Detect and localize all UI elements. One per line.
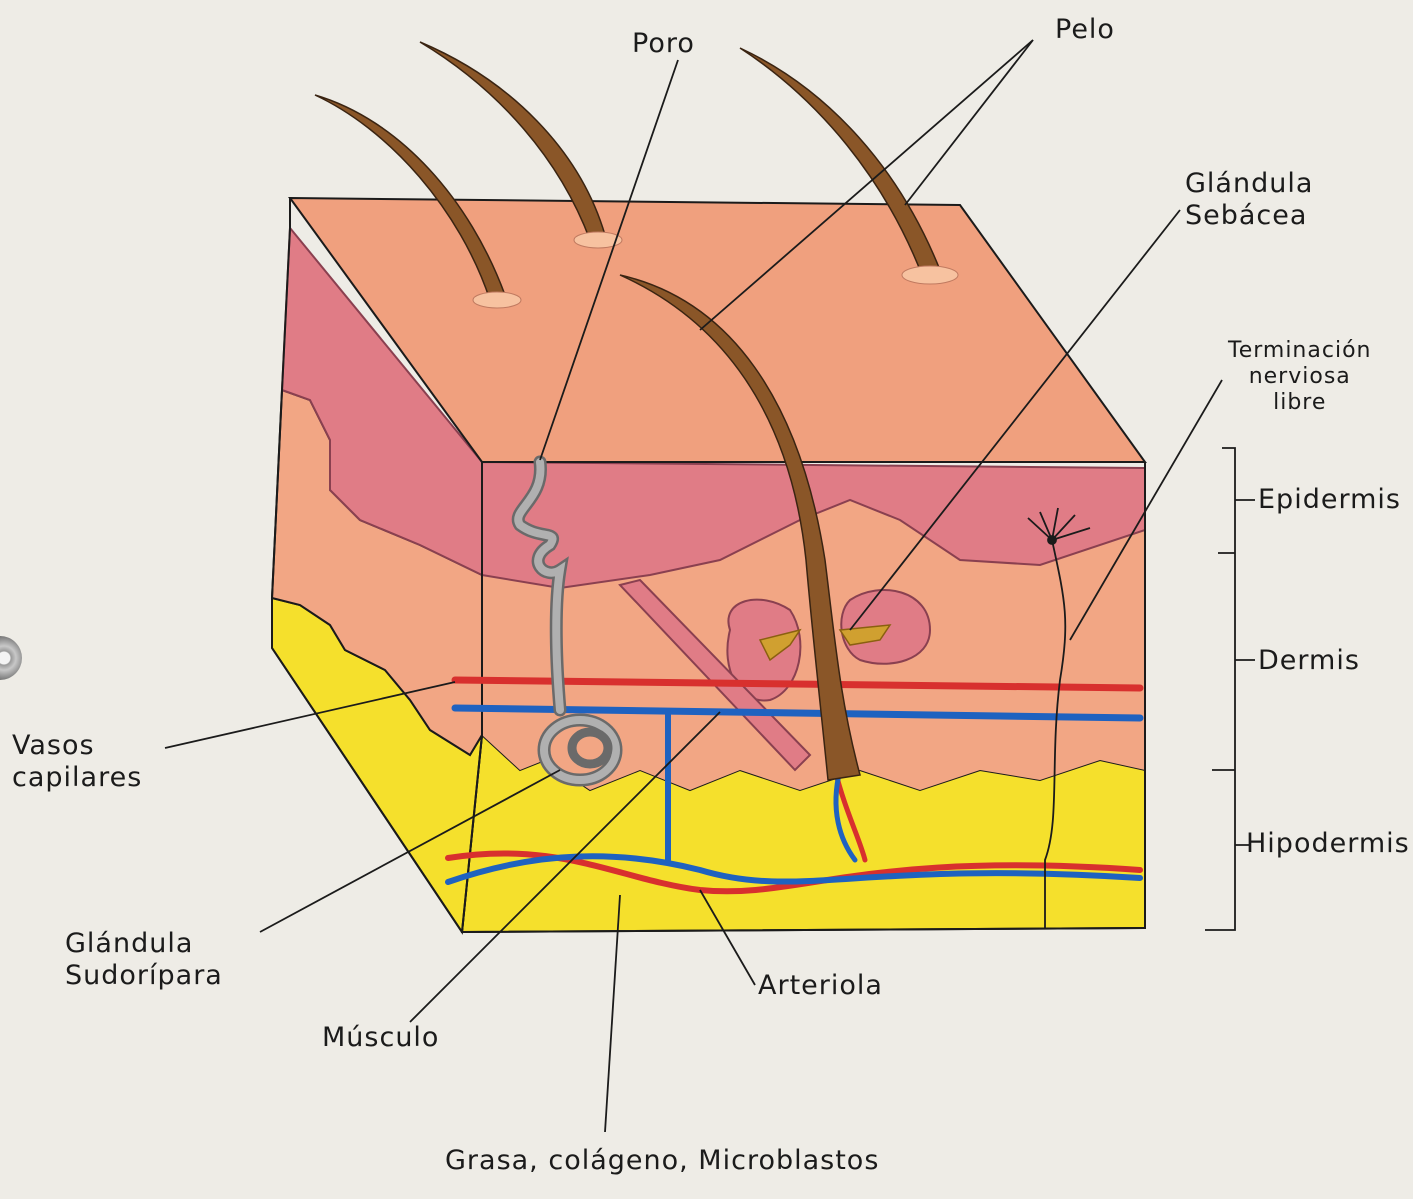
label-glandula-sudoripara: Glándula Sudorípara	[65, 928, 223, 992]
label-terminacion-nerviosa: Terminación nerviosa libre	[1228, 338, 1371, 416]
hair-follicle-opening	[473, 292, 521, 308]
label-glandula-sebacea: Glándula Sebácea	[1185, 168, 1313, 232]
hair-follicle-opening	[902, 266, 958, 284]
label-vasos-capilares: Vasos capilares	[12, 730, 142, 794]
label-epidermis: Epidermis	[1258, 484, 1401, 516]
label-poro: Poro	[632, 28, 695, 60]
label-grasa: Grasa, colágeno, Microblastos	[445, 1145, 879, 1177]
label-musculo: Músculo	[322, 1022, 439, 1054]
label-pelo: Pelo	[1055, 14, 1115, 46]
label-hipodermis: Hipodermis	[1246, 828, 1410, 860]
label-arteriola: Arteriola	[758, 970, 883, 1002]
label-dermis: Dermis	[1258, 645, 1360, 677]
